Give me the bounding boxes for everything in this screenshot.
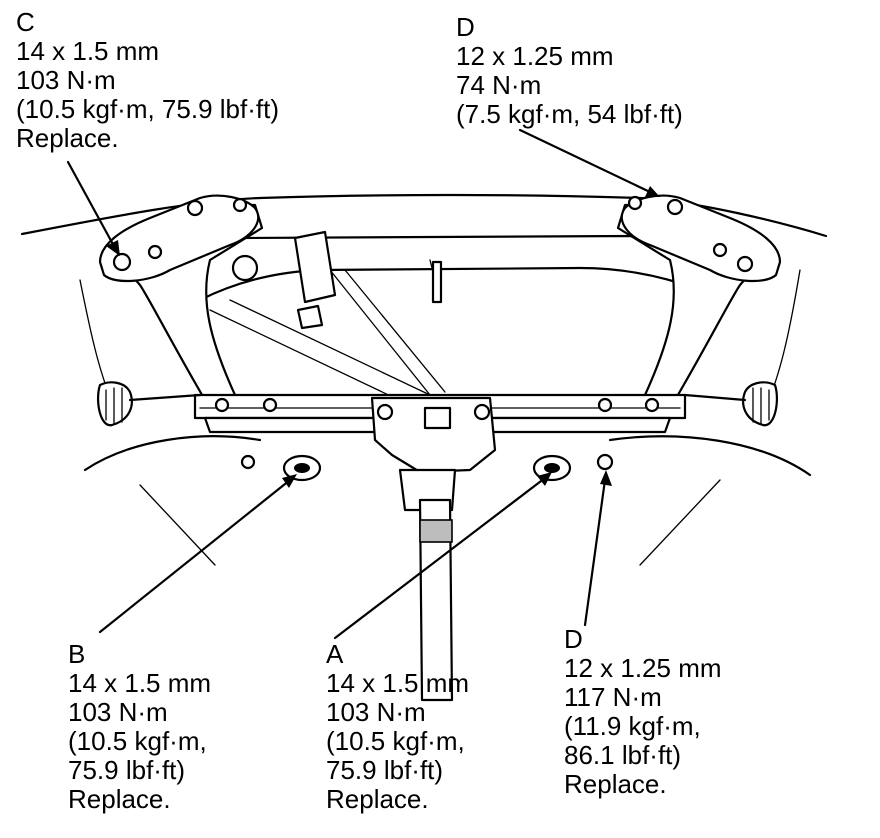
housing-bolt-1: [376, 403, 394, 421]
inner-brace-left-2: [229, 299, 431, 396]
mount-a-bolt: [544, 463, 560, 473]
callout-d-bottom: D 12 x 1.25 mm 117 N·m (11.9 kgf·m, 86.1…: [564, 625, 722, 799]
callout-c-torque-alt: (10.5 kgf·m, 75.9 lbf·ft): [16, 94, 279, 124]
housing-window: [423, 406, 452, 430]
callout-b-torque-alt-1: (10.5 kgf·m,: [68, 726, 207, 756]
bolt-d-4: [627, 195, 643, 211]
beam-bolt-4: [644, 397, 660, 413]
bolt-d-3: [666, 198, 684, 216]
leader-b: [98, 474, 297, 634]
bolt-c-4: [232, 197, 248, 213]
callout-a-bolt-size: 14 x 1.5 mm: [326, 668, 470, 698]
callout-b-torque-alt-2: 75.9 lbf·ft): [68, 755, 186, 785]
side-bolt: [240, 454, 256, 470]
callout-c-torque: 103 N·m: [16, 65, 116, 95]
callout-d-top-letter: D: [456, 12, 475, 42]
bolt-d-1: [736, 255, 754, 273]
mount-b-bolt: [294, 463, 310, 473]
left-lower-contour: [83, 435, 262, 472]
callout-a-letter: A: [326, 639, 344, 669]
bolt-c-3: [186, 199, 204, 217]
callout-a-torque: 103 N·m: [326, 697, 426, 727]
leader-c: [66, 160, 120, 256]
callout-b-note: Replace.: [68, 784, 171, 814]
beam-bolt-2: [262, 397, 278, 413]
inner-brace-center-2: [344, 269, 446, 393]
housing-bolt-2: [473, 403, 491, 421]
pivot-knob: [231, 254, 259, 282]
callout-d-top-torque: 74 N·m: [456, 70, 542, 100]
callout-c: C 14 x 1.5 mm 103 N·m (10.5 kgf·m, 75.9 …: [16, 8, 279, 153]
leader-a: [333, 472, 552, 640]
left-clamp-foot: [296, 304, 324, 330]
pipe: [418, 498, 454, 702]
callout-c-letter: C: [16, 7, 35, 37]
callout-b-bolt-size: 14 x 1.5 mm: [68, 668, 212, 698]
callout-d-bottom-torque-alt-1: (11.9 kgf·m,: [564, 711, 701, 741]
right-lower-contour: [608, 435, 812, 477]
left-boot-ribs: [105, 387, 123, 425]
callout-a-note: Replace.: [326, 784, 429, 814]
right-tie-rod: [683, 393, 747, 402]
beam-bolt-1: [214, 397, 230, 413]
callout-a-torque-alt-2: 75.9 lbf·ft): [326, 755, 444, 785]
callout-b: B 14 x 1.5 mm 103 N·m (10.5 kgf·m, 75.9 …: [68, 640, 211, 814]
bolt-d-2: [712, 242, 728, 258]
callout-b-torque: 103 N·m: [68, 697, 168, 727]
callout-c-bolt-size: 14 x 1.5 mm: [16, 36, 160, 66]
mount-plate-c: [98, 194, 260, 283]
left-diag-line: [139, 484, 216, 566]
bolt-c-1: [112, 252, 132, 272]
callout-d-bottom-torque-alt-2: 86.1 lbf·ft): [564, 740, 682, 770]
right-boot: [742, 381, 779, 427]
callout-d-bottom-bolt-size: 12 x 1.25 mm: [564, 653, 722, 683]
bolt-c-2: [147, 244, 163, 260]
callout-d-bottom-note: Replace.: [564, 769, 667, 799]
right-boot-ribs: [752, 387, 770, 425]
body-outline: [20, 193, 828, 238]
callout-a-torque-alt-1: (10.5 kgf·m,: [326, 726, 465, 756]
callout-d-top-bolt-size: 12 x 1.25 mm: [456, 41, 614, 71]
left-boot: [96, 381, 133, 427]
callout-a: A 14 x 1.5 mm 103 N·m (10.5 kgf·m, 75.9 …: [326, 640, 469, 814]
callout-d-top: D 12 x 1.25 mm 74 N·m (7.5 kgf·m, 54 lbf…: [456, 13, 683, 129]
left-tie-rod: [128, 393, 202, 402]
inner-brace-left: [209, 309, 421, 411]
leader-d-bottom: [583, 470, 612, 627]
callout-d-bottom-letter: D: [564, 624, 583, 654]
callout-d-top-torque-alt: (7.5 kgf·m, 54 lbf·ft): [456, 99, 683, 129]
left-clamp: [293, 230, 337, 304]
pipe-clamp: [419, 519, 453, 543]
center-tab: [431, 260, 443, 304]
callout-d-bottom-torque: 117 N·m: [564, 682, 662, 712]
right-diag-line: [639, 479, 721, 566]
callout-c-note: Replace.: [16, 123, 119, 153]
inner-brace-center: [329, 269, 431, 396]
callout-b-letter: B: [68, 639, 86, 669]
mount-d-bottom-bolt: [596, 453, 614, 471]
leader-d-top: [518, 128, 660, 197]
beam-bolt-3: [597, 397, 613, 413]
